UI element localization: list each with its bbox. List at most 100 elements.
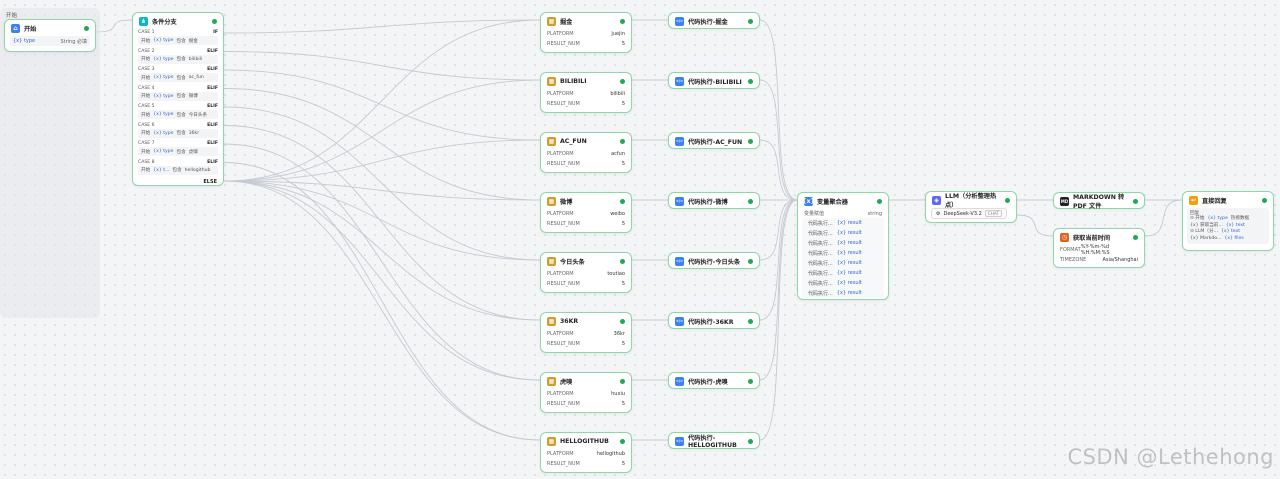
code-node[interactable]: </>代码执行-36KR — [668, 312, 760, 329]
case-var: {x} type — [153, 75, 174, 80]
case-operator: 包含 — [176, 75, 186, 81]
aggregator-item: 代码执行...{x} result — [802, 288, 884, 298]
edge — [223, 51, 541, 81]
case-var: {x} type — [153, 130, 174, 136]
reply-line: ⊙ LLM（分...{x} text — [1190, 229, 1266, 236]
case-operator: 包含 — [176, 149, 186, 155]
param-value: hellogithub — [596, 451, 625, 457]
aggregator-item: 代码执行...{x} result — [802, 268, 884, 278]
reply-line: {x} 获取当前...{x} text — [1190, 223, 1266, 230]
status-success-icon — [748, 378, 753, 384]
edge — [223, 19, 541, 34]
time-node[interactable]: ◷获取当前时间 FORMAT%Y-%m-%d %H:%M:%S TIMEZONE… — [1053, 228, 1145, 268]
code-header: </>代码执行-虎嗅 — [669, 373, 759, 389]
case-label: CASE 4 — [138, 85, 155, 91]
param-value: weibo — [610, 211, 625, 217]
aggregator-value: {x} result — [836, 220, 862, 226]
code-title: 代码执行-微博 — [688, 198, 728, 206]
tool-title: 虎嗅 — [560, 378, 573, 386]
code-header: </>代码执行-AC_FUN — [669, 133, 759, 149]
time-title: 获取当前时间 — [1073, 234, 1111, 242]
code-node[interactable]: </>代码执行-BILIBILI — [668, 72, 760, 89]
code-node[interactable]: </>代码执行-掘金 — [668, 12, 760, 29]
code-node[interactable]: </>代码执行-虎嗅 — [668, 372, 760, 389]
param-label: RESULT_NUM — [547, 281, 580, 287]
case-operator: 包含 — [176, 131, 186, 136]
aggregator-value: {x} result — [836, 270, 862, 276]
tool-header: ▦HELLOGITHUB — [541, 433, 631, 449]
param-value: toutiao — [607, 271, 625, 277]
code-icon: </> — [675, 76, 684, 86]
tool-icon: ▦ — [547, 256, 556, 266]
edge — [223, 125, 541, 321]
code-node[interactable]: </>代码执行-AC_FUN — [668, 132, 760, 149]
param-label: PLATFORM — [547, 391, 574, 397]
variable-icon: {x} — [802, 196, 815, 206]
case-label: CASE 2 — [138, 48, 155, 54]
aggregator-item: 代码执行...{x} result — [802, 218, 884, 228]
edge — [1144, 199, 1183, 237]
code-node[interactable]: </>代码执行-今日头条 — [668, 252, 760, 269]
case-source: 开始 — [141, 75, 151, 81]
llm-mode: CHAT — [984, 210, 1002, 217]
edge — [223, 180, 541, 441]
edge — [759, 199, 798, 261]
tool-title: AC_FUN — [560, 137, 587, 145]
aggregator-var-type[interactable]: string — [867, 210, 882, 217]
status-success-icon — [620, 18, 625, 24]
llm-title: LLM（分析整理热点） — [945, 193, 997, 209]
param-value: 5 — [621, 341, 625, 347]
edge — [759, 139, 798, 201]
param-value: 36kr — [613, 331, 625, 337]
case-operator: 包含 — [176, 57, 186, 62]
param-label: PLATFORM — [547, 91, 574, 97]
tool-title: BILIBILI — [560, 77, 587, 85]
edge — [759, 199, 798, 321]
param-value: 5 — [621, 161, 625, 167]
aggregator-source: 代码执行... — [808, 240, 833, 247]
code-node[interactable]: </> 代码执行-微博 — [668, 192, 760, 209]
tool-header: ▦BILIBILI — [541, 73, 631, 89]
code-icon: </> — [675, 196, 684, 206]
code-node[interactable]: </>代码执行-HELLOGITHUB — [668, 432, 760, 449]
aggregator-item: 代码执行...{x} result — [802, 238, 884, 248]
param-label: RESULT_NUM — [547, 41, 580, 47]
status-success-icon — [620, 258, 625, 264]
